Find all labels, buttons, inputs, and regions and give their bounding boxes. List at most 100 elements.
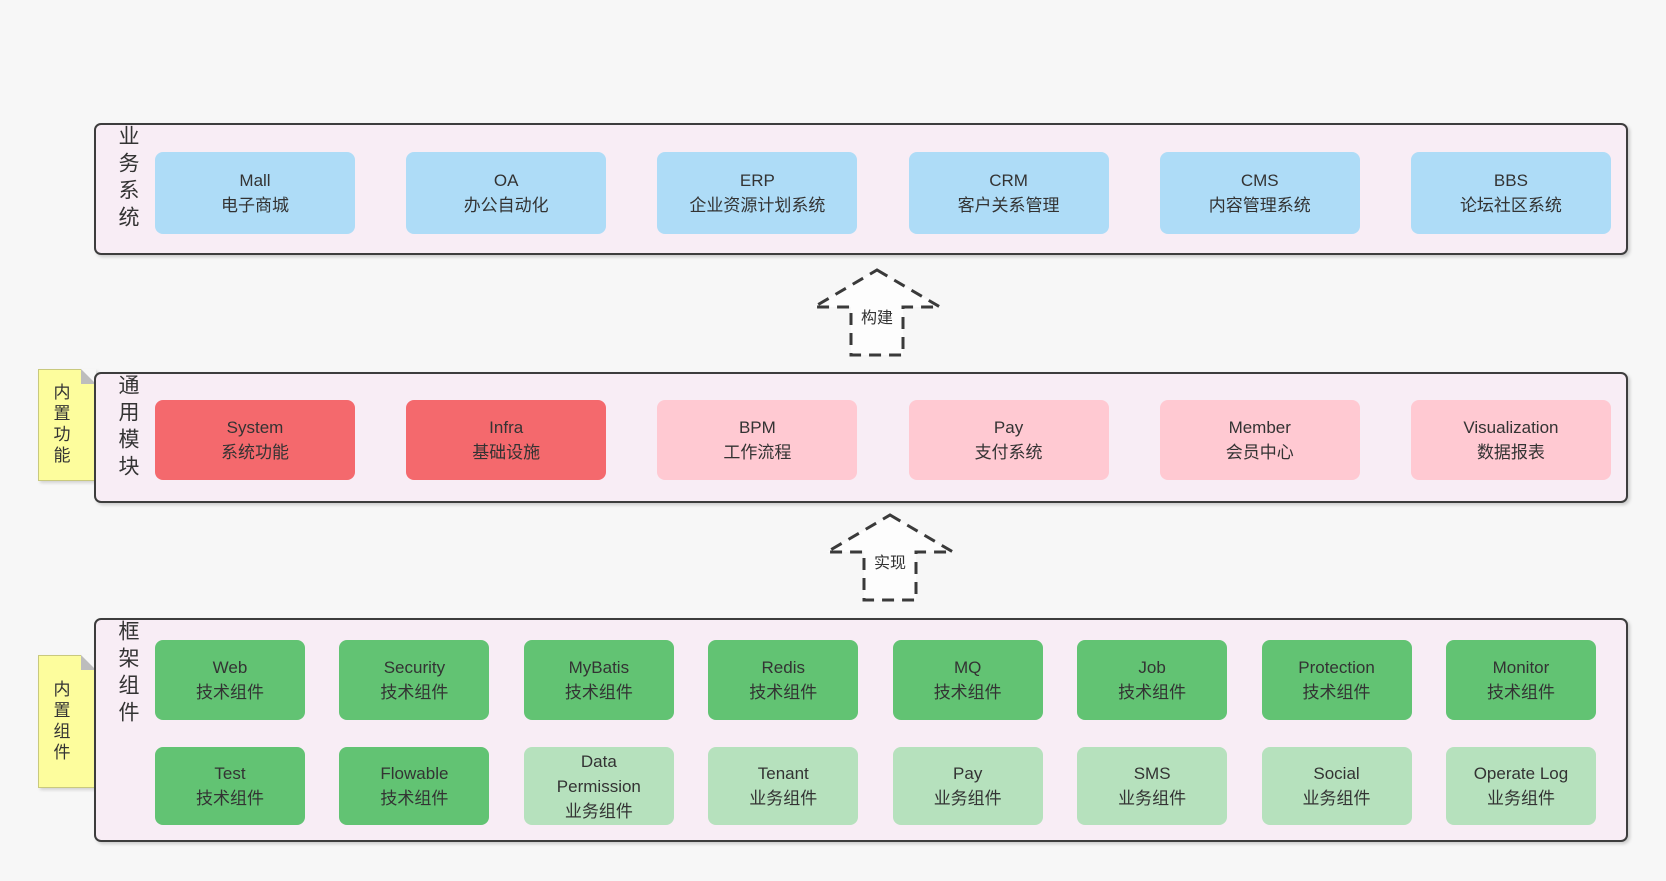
module-box-title: Data Permission bbox=[556, 751, 641, 796]
module-box-framework-components-protection: Protection 技术组件 bbox=[1261, 640, 1412, 720]
module-box-title: ERP bbox=[739, 171, 775, 190]
module-box-title: Mall bbox=[239, 171, 271, 190]
module-box-subtitle: 支付系统 bbox=[974, 443, 1043, 462]
arrow-implement: 实现 bbox=[820, 511, 960, 603]
module-box-title: Monitor bbox=[1492, 658, 1550, 677]
band-label-common-modules: 通用模块 bbox=[116, 374, 139, 482]
module-box-subtitle: 系统功能 bbox=[221, 443, 289, 462]
module-box-framework-components-job: Job 技术组件 bbox=[1077, 640, 1228, 720]
band-common-modules: 通用模块 System 系统功能 Infra 基础设施 BPM 工作流程 Pay 支付系统 Me… bbox=[94, 372, 1628, 503]
module-box-common-modules-pay: Pay 支付系统 bbox=[908, 400, 1109, 480]
module-box-subtitle: 办公自动化 bbox=[463, 196, 549, 215]
arrow-implement-label: 实现 bbox=[870, 549, 910, 573]
module-box-title: Infra bbox=[489, 418, 524, 437]
band-business-systems: 业务系统 Mall 电子商城 OA 办公自动化 ERP 企业资源计划系统 CRM 客户关系管理… bbox=[94, 123, 1628, 255]
module-box-subtitle: 技术组件 bbox=[1302, 683, 1371, 702]
module-box-subtitle: 企业资源计划系统 bbox=[689, 196, 826, 215]
module-box-title: OA bbox=[493, 171, 519, 190]
module-box-subtitle: 技术组件 bbox=[380, 789, 449, 808]
module-box-framework-components-sms: SMS 业务组件 bbox=[1077, 747, 1228, 825]
module-box-subtitle: 电子商城 bbox=[221, 196, 289, 215]
module-box-title: Visualization bbox=[1463, 418, 1559, 437]
module-box-title: BPM bbox=[738, 418, 776, 437]
module-box-title: MyBatis bbox=[568, 658, 630, 677]
module-box-title: Member bbox=[1228, 418, 1291, 437]
module-box-subtitle: 业务组件 bbox=[749, 789, 818, 808]
module-box-subtitle: 业务组件 bbox=[1486, 789, 1555, 808]
module-box-subtitle: 内容管理系统 bbox=[1208, 196, 1311, 215]
module-box-common-modules-infra: Infra 基础设施 bbox=[406, 400, 607, 480]
module-box-common-modules-system: System 系统功能 bbox=[155, 400, 355, 480]
module-box-title: Job bbox=[1138, 658, 1166, 677]
module-box-title: Pay bbox=[993, 418, 1024, 437]
module-box-title: Tenant bbox=[757, 764, 809, 783]
module-box-title: System bbox=[226, 418, 284, 437]
module-box-subtitle: 业务组件 bbox=[933, 789, 1002, 808]
module-box-business-systems-bbs: BBS 论坛社区系统 bbox=[1410, 152, 1611, 234]
sticky-note-builtin-components: 内置组件 bbox=[38, 655, 96, 788]
module-box-title: Social bbox=[1313, 764, 1360, 783]
module-box-framework-components-mq: MQ 技术组件 bbox=[892, 640, 1043, 720]
module-box-subtitle: 技术组件 bbox=[564, 683, 633, 702]
module-box-subtitle: 技术组件 bbox=[380, 683, 449, 702]
module-box-subtitle: 基础设施 bbox=[472, 443, 541, 462]
module-box-common-modules-member: Member 会员中心 bbox=[1159, 400, 1360, 480]
module-box-framework-components-tenant: Tenant 业务组件 bbox=[708, 747, 859, 825]
module-box-title: BBS bbox=[1493, 171, 1528, 190]
module-box-subtitle: 客户关系管理 bbox=[957, 196, 1060, 215]
module-box-subtitle: 工作流程 bbox=[723, 443, 792, 462]
module-box-business-systems-crm: CRM 客户关系管理 bbox=[908, 152, 1109, 234]
sticky-note-label: 内置功能 bbox=[50, 383, 70, 467]
module-box-business-systems-erp: ERP 企业资源计划系统 bbox=[657, 152, 858, 234]
arrow-build: 构建 bbox=[807, 266, 947, 358]
module-box-common-modules-visualization: Visualization 数据报表 bbox=[1410, 400, 1611, 480]
band-label-business-systems: 业务系统 bbox=[116, 125, 139, 233]
module-box-framework-components-pay: Pay 业务组件 bbox=[892, 747, 1043, 825]
module-box-framework-components-mybatis: MyBatis 技术组件 bbox=[523, 640, 674, 720]
module-box-subtitle: 业务组件 bbox=[1302, 789, 1371, 808]
module-box-title: Web bbox=[212, 658, 248, 677]
module-box-framework-components-web: Web 技术组件 bbox=[155, 640, 305, 720]
module-box-subtitle: 技术组件 bbox=[1486, 683, 1555, 702]
module-box-framework-components-flowable: Flowable 技术组件 bbox=[339, 747, 490, 825]
module-box-framework-components-data-permission: Data Permission 业务组件 bbox=[523, 747, 674, 825]
module-box-subtitle: 论坛社区系统 bbox=[1459, 196, 1562, 215]
module-box-subtitle: 技术组件 bbox=[933, 683, 1002, 702]
module-box-title: CRM bbox=[989, 171, 1028, 190]
module-box-business-systems-oa: OA 办公自动化 bbox=[406, 152, 607, 234]
box-row: Mall 电子商城 OA 办公自动化 ERP 企业资源计划系统 CRM 客户关系管理 CMS 内容… bbox=[155, 152, 1611, 234]
module-box-title: Protection bbox=[1298, 658, 1375, 677]
module-box-framework-components-operate-log: Operate Log 业务组件 bbox=[1445, 747, 1596, 825]
module-box-title: SMS bbox=[1133, 764, 1171, 783]
arrow-build-label: 构建 bbox=[857, 304, 897, 328]
sticky-note-label: 内置组件 bbox=[50, 679, 70, 764]
module-box-subtitle: 技术组件 bbox=[749, 683, 818, 702]
band-label-framework-components: 框架组件 bbox=[116, 620, 139, 728]
module-box-title: CMS bbox=[1240, 171, 1279, 190]
module-box-common-modules-bpm: BPM 工作流程 bbox=[657, 400, 858, 480]
module-box-title: Operate Log bbox=[1473, 764, 1569, 783]
module-box-framework-components-monitor: Monitor 技术组件 bbox=[1445, 640, 1596, 720]
module-box-subtitle: 业务组件 bbox=[1118, 789, 1187, 808]
module-box-framework-components-social: Social 业务组件 bbox=[1261, 747, 1412, 825]
module-box-subtitle: 技术组件 bbox=[196, 683, 264, 702]
module-box-framework-components-security: Security 技术组件 bbox=[339, 640, 490, 720]
module-box-title: Flowable bbox=[380, 764, 449, 783]
module-box-business-systems-cms: CMS 内容管理系统 bbox=[1159, 152, 1360, 234]
module-box-subtitle: 技术组件 bbox=[1118, 683, 1187, 702]
module-box-subtitle: 技术组件 bbox=[196, 789, 264, 808]
module-box-title: Pay bbox=[953, 764, 983, 783]
module-box-title: MQ bbox=[953, 658, 982, 677]
module-box-framework-components-test: Test 技术组件 bbox=[155, 747, 305, 825]
module-box-subtitle: 会员中心 bbox=[1225, 443, 1294, 462]
module-box-subtitle: 数据报表 bbox=[1476, 443, 1545, 462]
box-row: System 系统功能 Infra 基础设施 BPM 工作流程 Pay 支付系统 Member 会… bbox=[155, 400, 1611, 480]
sticky-note-builtin-features: 内置功能 bbox=[38, 369, 96, 481]
module-box-title: Test bbox=[214, 764, 246, 783]
module-box-subtitle: 业务组件 bbox=[564, 801, 633, 821]
module-box-title: Security bbox=[383, 658, 446, 677]
